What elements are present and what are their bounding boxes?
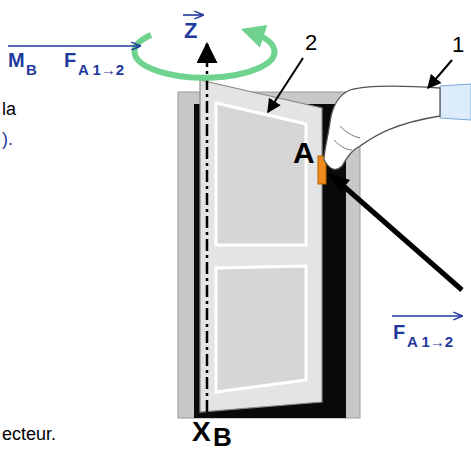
force-symbol: F	[393, 322, 405, 342]
cut-text: ecteur.	[2, 425, 56, 443]
rotation-axis	[206, 50, 209, 412]
door-leaf	[200, 80, 322, 412]
axis-name: Z	[184, 20, 197, 42]
vector-arrow	[183, 14, 203, 16]
hand	[324, 86, 440, 169]
callout-number: 1	[452, 34, 464, 56]
force-arrowhead	[328, 173, 350, 192]
cut-text: la	[2, 100, 16, 118]
point-marker: X	[192, 418, 211, 446]
sleeve	[440, 84, 471, 120]
door-panel	[216, 103, 306, 245]
moment-subscript: B	[26, 62, 37, 77]
vector-arrow	[8, 45, 140, 47]
force-subscript: A 1→2	[407, 334, 453, 349]
fingers	[334, 126, 360, 150]
cut-text: ).	[2, 130, 13, 148]
force-subscript: A 1→2	[78, 62, 124, 77]
axis-arrow	[206, 44, 209, 60]
force-arrow	[340, 183, 462, 290]
moment-arrow	[135, 32, 275, 78]
moment-symbol: M	[8, 50, 25, 70]
door-panel	[216, 266, 306, 392]
vector-arrow	[392, 315, 462, 317]
callout-number: 2	[305, 32, 317, 54]
force-symbol: F	[64, 50, 76, 70]
point-name: B	[213, 424, 232, 450]
leader-line	[428, 60, 452, 88]
point-name: A	[293, 138, 315, 168]
leader-line	[268, 58, 303, 112]
